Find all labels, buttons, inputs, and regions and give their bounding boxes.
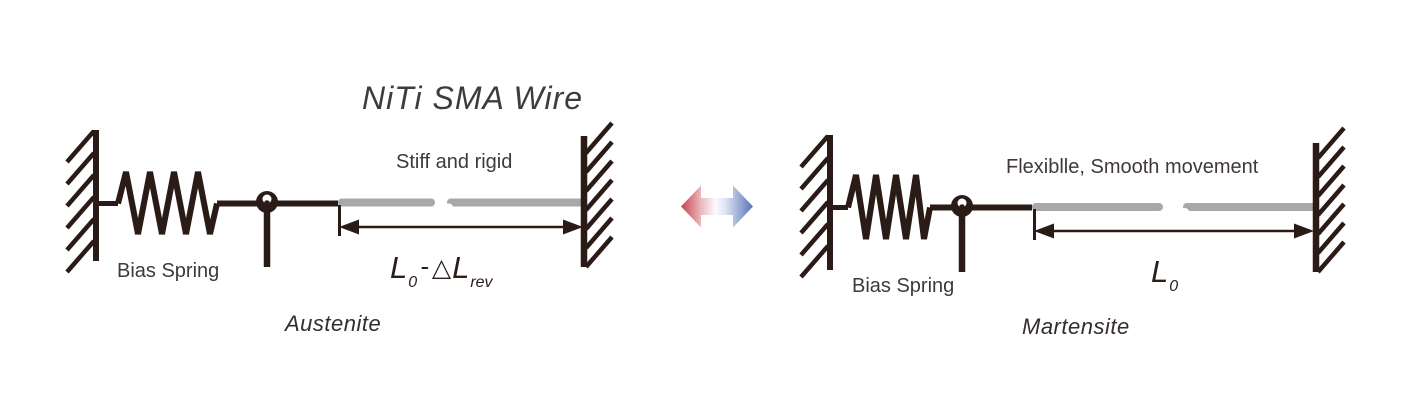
length-subscript-2: rev: [470, 274, 493, 291]
austenite-diagram: [65, 121, 614, 274]
bias-spring-label-left: Bias Spring: [117, 260, 220, 282]
pivot-notch: [957, 198, 967, 208]
wall-hatch-line: [584, 159, 614, 193]
state-label-martensite: Martensite: [1022, 314, 1130, 339]
arrowhead-right: [563, 219, 583, 235]
wall-hatch-line: [584, 235, 614, 269]
pivot-center: [264, 200, 270, 206]
pivot-joint: [951, 195, 973, 217]
length-subscript: 0: [408, 274, 418, 291]
right-wall-hatching: [584, 121, 614, 269]
length-symbol: L: [1151, 254, 1169, 289]
bias-spring-label-right: Bias Spring: [852, 275, 955, 297]
pivot-joint: [256, 191, 278, 213]
figure-title: NiTi SMA Wire: [362, 80, 584, 116]
left-wall-hatching: [65, 129, 96, 274]
wall-hatch-line: [584, 178, 614, 212]
length-symbol: L: [390, 250, 408, 285]
wall-hatch-line: [584, 140, 614, 174]
state-label-austenite: Austenite: [285, 311, 382, 336]
wall-hatch-line: [1316, 240, 1346, 274]
sma-wire: [338, 198, 584, 212]
wire-property-label-martensite: Flexiblle, Smooth movement: [1006, 156, 1259, 178]
dimension-label-martensite: L0: [1151, 254, 1178, 295]
dimension-arrow-martensite: [1033, 209, 1314, 240]
delta-symbol: △: [431, 254, 452, 282]
wall-hatch-line: [799, 200, 830, 235]
wall-hatch-line: [1316, 202, 1346, 236]
wire-segment-2: [1183, 203, 1316, 211]
wire-segment-1: [338, 198, 435, 207]
wall-hatch-line: [799, 156, 830, 191]
martensite-diagram: [799, 126, 1346, 279]
wall-hatch-line: [65, 173, 96, 208]
length-symbol-2: L: [452, 250, 470, 285]
pivot-notch: [262, 194, 272, 204]
wall-hatch-line: [1316, 145, 1346, 179]
arrowhead-left: [339, 219, 359, 235]
minus-operator: -: [420, 251, 429, 281]
wall-hatch-line: [65, 129, 96, 164]
wall-hatch-line: [1316, 164, 1346, 198]
wire-property-label-austenite: Stiff and rigid: [396, 151, 513, 173]
wall-hatch-line: [1316, 183, 1346, 217]
wall-hatch-line: [1316, 221, 1346, 255]
wall-hatch-line: [65, 239, 96, 274]
wall-hatch-line: [65, 151, 96, 186]
wall-hatch-line: [584, 197, 614, 231]
wire-gap-notch: [1181, 208, 1189, 216]
pivot-center: [959, 204, 965, 210]
right-wall-hatching: [1316, 126, 1346, 274]
wall-hatch-line: [799, 134, 830, 169]
wall-hatch-line: [584, 121, 614, 155]
wall-hatch-line: [799, 178, 830, 213]
length-subscript: 0: [1169, 278, 1179, 295]
arrowhead-left: [1034, 223, 1054, 239]
left-wall-hatching: [799, 134, 830, 279]
wall-hatch-line: [584, 216, 614, 250]
wire-segment-1: [1032, 203, 1163, 211]
dimension-arrow-austenite: [338, 205, 583, 236]
wall-hatch-line: [799, 222, 830, 257]
wire-segment-2: [447, 198, 584, 207]
wall-hatch-line: [65, 217, 96, 252]
wall-hatch-line: [799, 244, 830, 279]
bias-spring: [115, 171, 220, 235]
wall-hatch-line: [1316, 126, 1346, 160]
sma-wire: [1032, 203, 1316, 216]
transformation-arrow-icon: [681, 185, 753, 228]
wire-gap-notch: [445, 203, 453, 212]
bias-spring: [845, 174, 933, 240]
arrowhead-right: [1294, 223, 1314, 239]
dimension-label-austenite: L0-△Lrev: [390, 250, 493, 291]
wall-hatch-line: [65, 195, 96, 230]
